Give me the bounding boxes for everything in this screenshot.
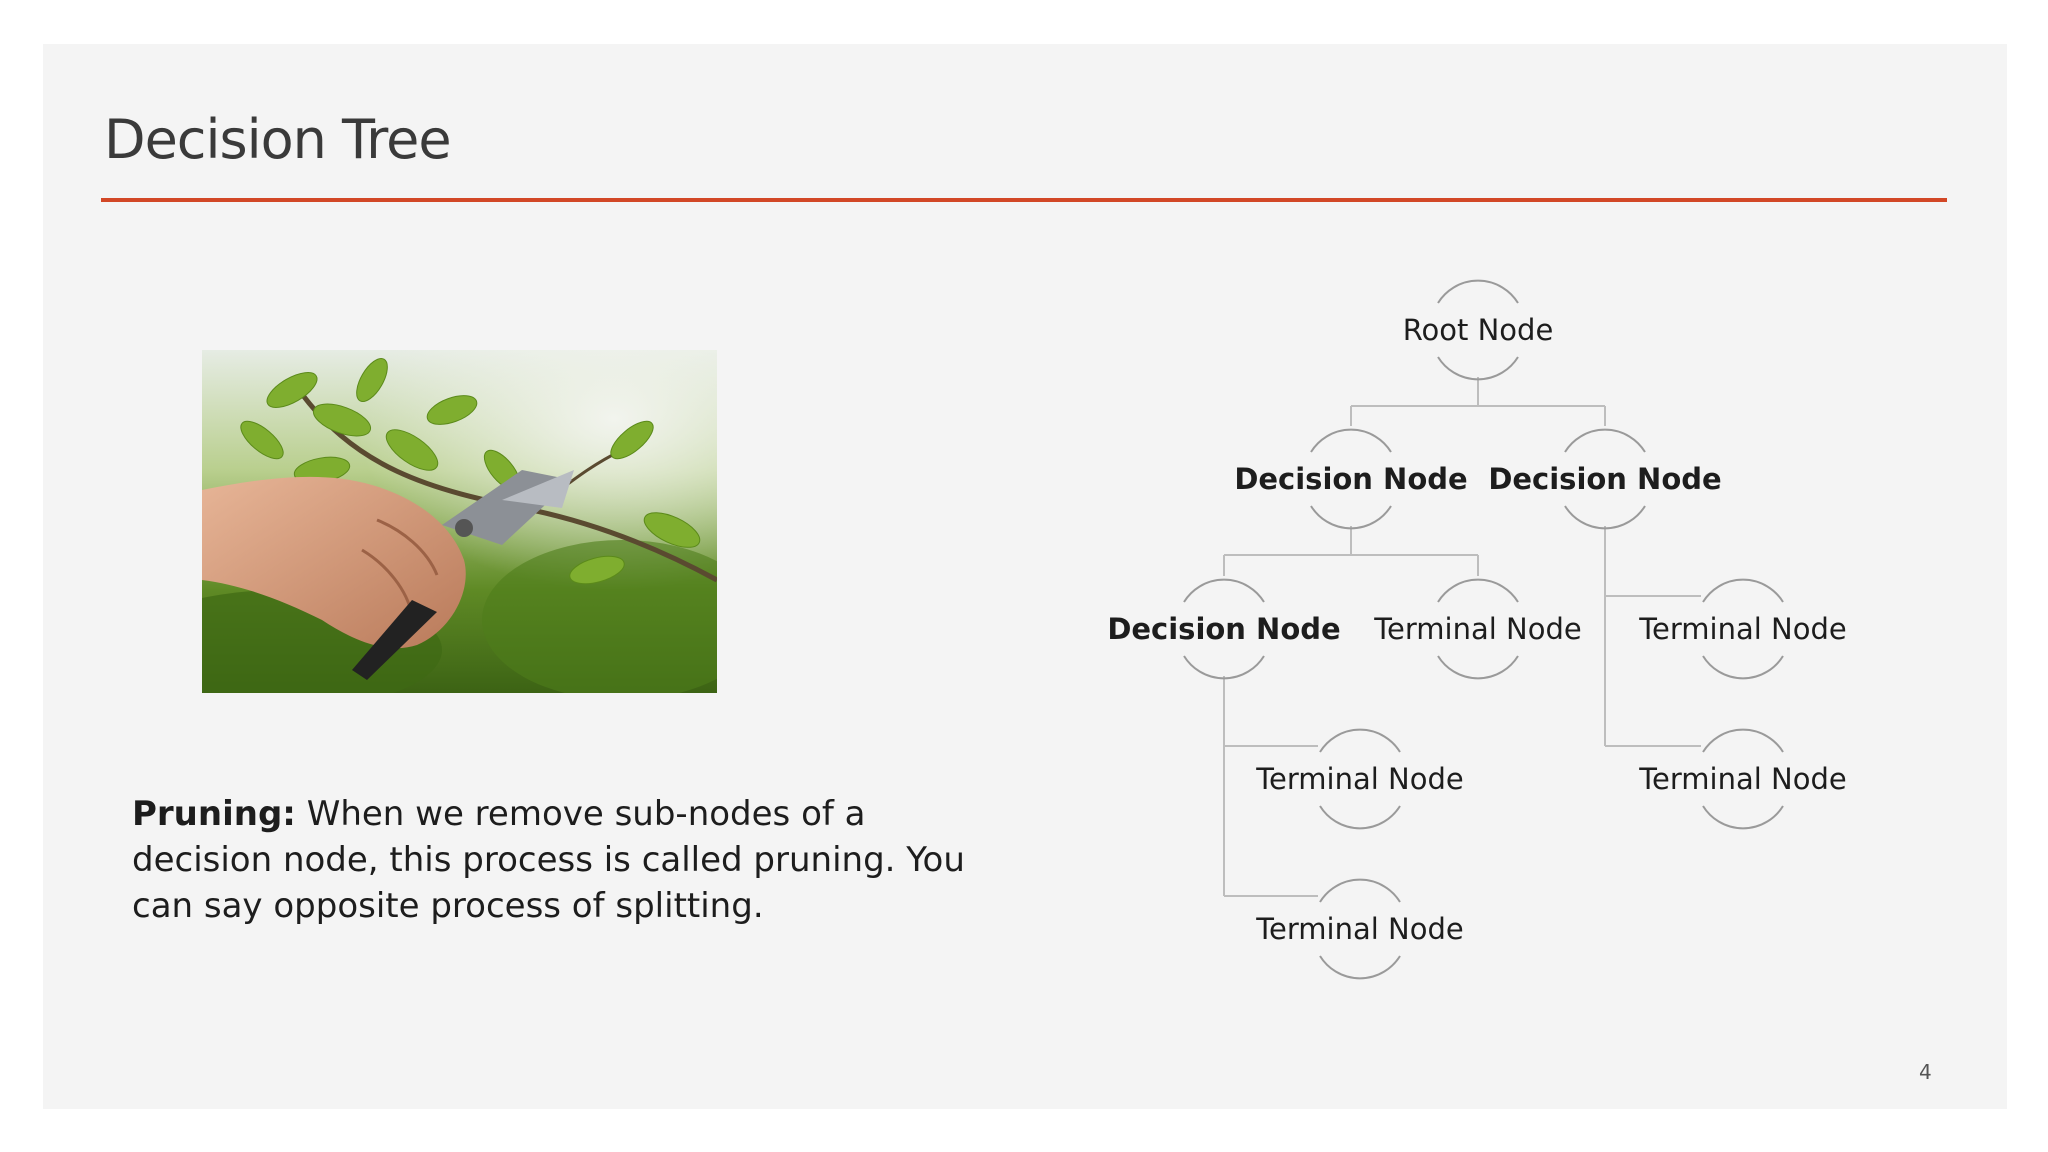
node-arc-top [1702, 578, 1784, 603]
node-arc-bottom [1319, 955, 1401, 980]
node-label: Terminal Node [1638, 612, 1846, 646]
node-arc-top [1437, 578, 1519, 603]
slide-title: Decision Tree [104, 108, 452, 171]
tree-node-t3: Terminal Node [1631, 728, 1855, 830]
node-label: Root Node [1403, 313, 1554, 347]
title-underline [101, 198, 1947, 202]
node-arc-bottom [1702, 805, 1784, 830]
pruning-photo [202, 350, 717, 693]
node-label: Decision Node [1488, 462, 1721, 496]
node-arc-top [1183, 578, 1265, 603]
node-label-background [1631, 609, 1855, 647]
pruning-photo-illustration [202, 350, 717, 693]
node-label-background [1631, 759, 1855, 797]
node-label-background [1248, 759, 1472, 797]
node-label: Decision Node [1234, 462, 1467, 496]
node-arc-top [1310, 428, 1392, 453]
node-label: Terminal Node [1373, 612, 1581, 646]
node-arc-bottom [1702, 655, 1784, 680]
tree-node-d3: Decision Node [1107, 578, 1341, 680]
tree-connectors [1223, 377, 1701, 897]
node-arc-top [1319, 878, 1401, 903]
node-arc-bottom [1183, 655, 1265, 680]
tree-node-d2: Decision Node [1488, 428, 1722, 530]
tree-node-t2: Terminal Node [1631, 578, 1855, 680]
node-arc-bottom [1310, 505, 1392, 530]
pruning-description: Pruning: When we remove sub-nodes of a d… [132, 791, 992, 929]
node-arc-top [1702, 728, 1784, 753]
node-arc-top [1564, 428, 1646, 453]
node-arc-top [1437, 279, 1519, 304]
slide: Decision Tree [43, 44, 2007, 1109]
node-label-background [1248, 909, 1472, 947]
tree-node-t5: Terminal Node [1248, 878, 1472, 980]
node-arc-bottom [1564, 505, 1646, 530]
node-label: Decision Node [1107, 612, 1340, 646]
node-arc-bottom [1437, 356, 1519, 381]
tree-node-root: Root Node [1366, 279, 1590, 381]
node-label-background [1239, 459, 1463, 497]
node-label-background [1366, 609, 1590, 647]
node-label-background [1493, 459, 1717, 497]
tree-node-t1: Terminal Node [1366, 578, 1590, 680]
node-arc-top [1319, 728, 1401, 753]
node-label-background [1366, 310, 1590, 348]
tree-node-t4: Terminal Node [1248, 728, 1472, 830]
node-label: Terminal Node [1638, 762, 1846, 796]
node-arc-bottom [1437, 655, 1519, 680]
page-number: 4 [1919, 1060, 1932, 1084]
pruning-label: Pruning: [132, 794, 296, 834]
node-label: Terminal Node [1255, 912, 1463, 946]
node-label: Terminal Node [1255, 762, 1463, 796]
node-arc-bottom [1319, 805, 1401, 830]
pruning-body: When we remove sub-nodes of a decision n… [132, 794, 965, 926]
tree-node-d1: Decision Node [1234, 428, 1468, 530]
node-label-background [1112, 609, 1336, 647]
